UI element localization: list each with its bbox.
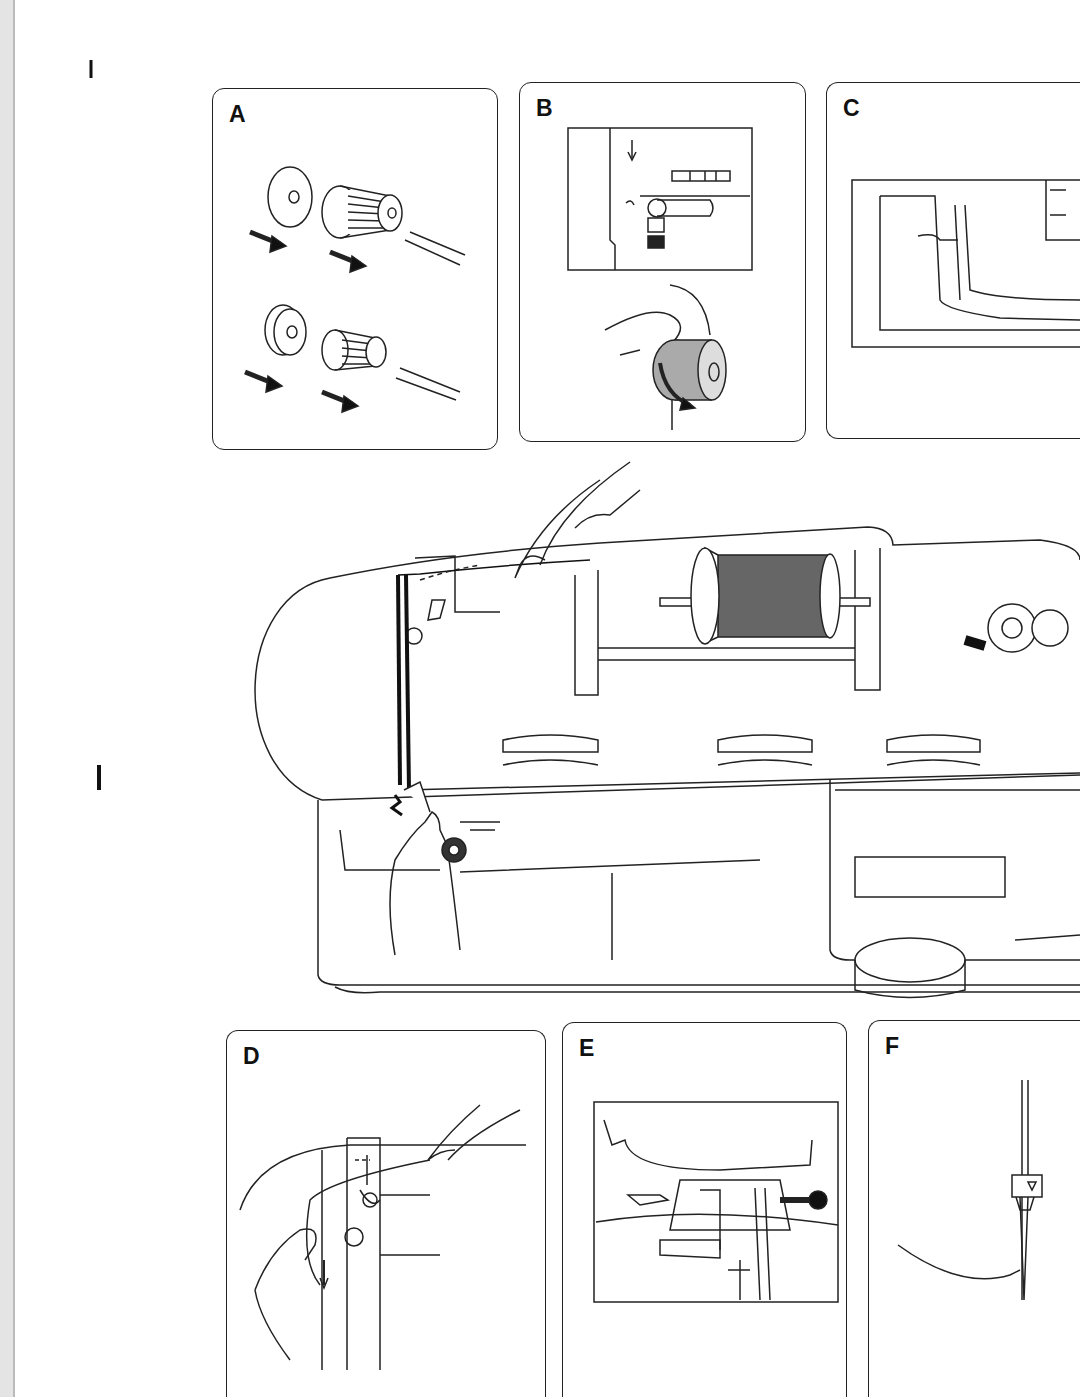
figure-panel: B [519,82,806,442]
figure-panel: A [212,88,498,450]
panel-letter: A [229,103,246,126]
panel-letter: C [843,97,860,120]
panel-letter: B [536,97,553,120]
figure-panel: C [826,82,1080,439]
panel-letter: D [243,1045,260,1068]
panel-letter: E [579,1037,594,1060]
figure-panel: E [562,1022,847,1397]
figure-panel: F [868,1020,1080,1397]
figure-panel: D [226,1030,546,1397]
panel-letter: F [885,1035,899,1058]
